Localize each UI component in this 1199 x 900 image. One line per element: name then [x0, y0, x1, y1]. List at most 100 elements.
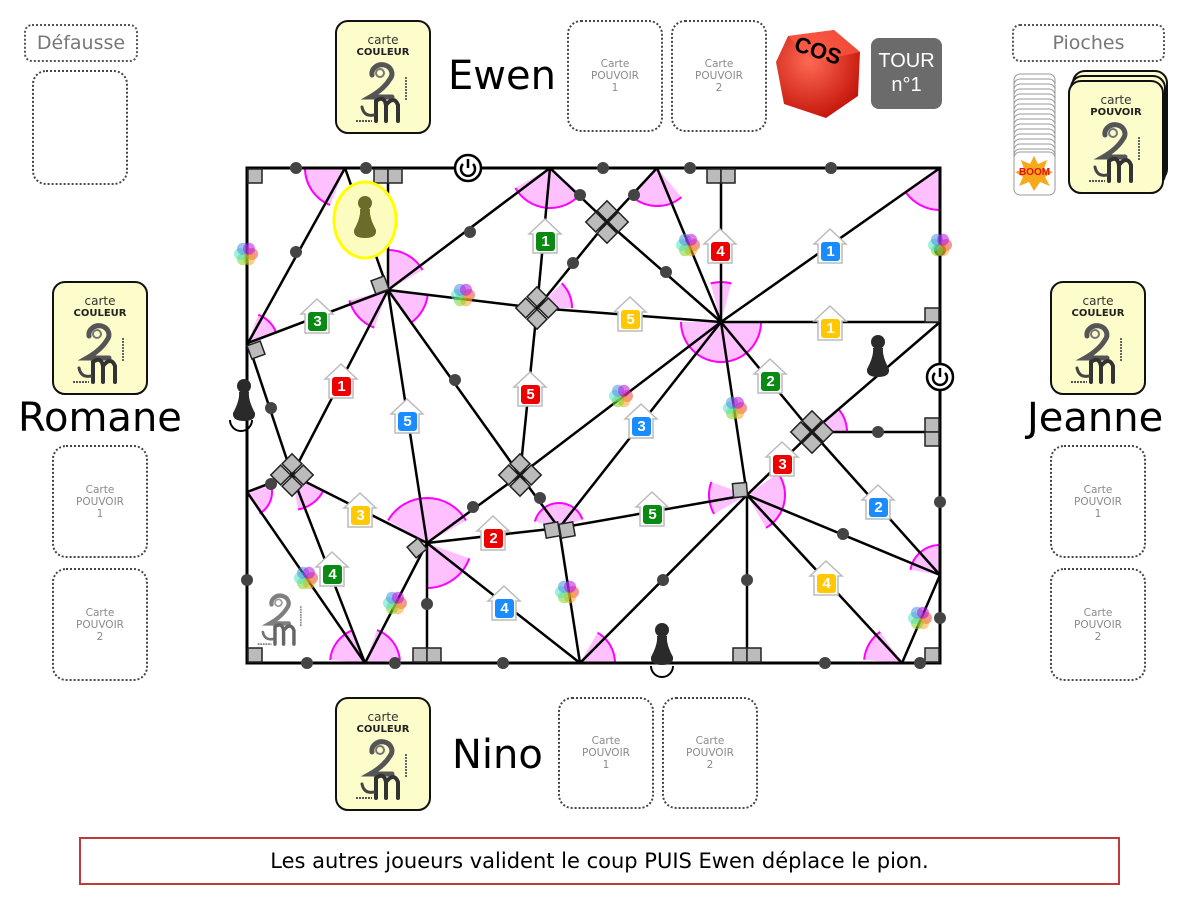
path-node[interactable]: [741, 574, 753, 586]
house-yellow-5[interactable]: 5: [613, 298, 647, 332]
house-red-4[interactable]: 4: [703, 230, 737, 264]
path-node[interactable]: [914, 657, 926, 669]
slot-text: Carte: [695, 735, 725, 747]
boom-card-pile[interactable]: BOOM: [1013, 72, 1056, 196]
house-red-5[interactable]: 5: [513, 373, 547, 407]
path-node[interactable]: [934, 612, 946, 624]
path-node[interactable]: [872, 426, 884, 438]
status-message-text: Les autres joueurs valident le coup PUIS…: [270, 849, 929, 873]
path-node[interactable]: [534, 492, 546, 504]
angle-arc: [680, 321, 762, 363]
slot-text: POUVOIR: [686, 747, 734, 759]
right-angle-marker: [732, 647, 748, 663]
path-node[interactable]: [934, 496, 946, 508]
card-text-1: carte: [367, 710, 399, 724]
house-number: 5: [643, 505, 662, 524]
house-blue-1[interactable]: 1: [813, 230, 847, 264]
path-node[interactable]: [241, 574, 253, 586]
right-angle-marker: [596, 199, 618, 222]
path-node[interactable]: [464, 226, 476, 238]
house-yellow-3[interactable]: 3: [343, 494, 377, 528]
romane-color-card[interactable]: carte COULEUR: [52, 281, 148, 395]
pawn-romane[interactable]: [232, 379, 256, 421]
pawn-nino[interactable]: [650, 623, 674, 665]
path-node[interactable]: [265, 402, 277, 414]
path-node[interactable]: [684, 162, 696, 174]
house-number: 2: [484, 529, 503, 548]
pawn-ewen[interactable]: [353, 196, 377, 238]
house-number: 2: [869, 498, 888, 517]
angle-wedge: [864, 631, 902, 663]
right-angle-marker: [281, 452, 303, 475]
path-node[interactable]: [449, 374, 461, 386]
path-node[interactable]: [628, 189, 640, 201]
flower-icon: [294, 566, 318, 590]
discard-slot[interactable]: [32, 70, 128, 185]
path-node[interactable]: [301, 657, 313, 669]
right-angle-marker: [789, 421, 812, 443]
house-green-2[interactable]: 2: [753, 360, 787, 394]
house-green-3[interactable]: 3: [300, 300, 334, 334]
power-icon[interactable]: [453, 153, 483, 183]
path-node[interactable]: [265, 478, 277, 490]
ewen-color-card[interactable]: carte COULEUR: [335, 20, 431, 134]
path-node[interactable]: [567, 257, 579, 269]
path-node[interactable]: [389, 657, 401, 669]
house-blue-3[interactable]: 3: [624, 405, 658, 439]
right-angle-marker: [526, 308, 548, 331]
house-blue-4[interactable]: 4: [487, 587, 521, 621]
house-red-2[interactable]: 2: [476, 517, 510, 551]
angle-wedge: [388, 498, 466, 543]
right-angle-marker: [537, 297, 560, 319]
path-node[interactable]: [597, 162, 609, 174]
card-text-2: COULEUR: [73, 308, 127, 319]
house-red-3[interactable]: 3: [765, 443, 799, 477]
path-node[interactable]: [497, 657, 509, 669]
power-icon[interactable]: [925, 362, 955, 392]
pawn-jeanne[interactable]: [866, 335, 890, 377]
slot-text: POUVOIR: [695, 70, 743, 82]
house-yellow-1[interactable]: 1: [813, 307, 847, 341]
dice-button[interactable]: COS: [774, 26, 864, 122]
path-node[interactable]: [574, 189, 586, 201]
path-node[interactable]: [290, 246, 302, 258]
flower-icon: [908, 606, 932, 630]
house-blue-5[interactable]: 5: [390, 400, 424, 434]
card-text-1: carte: [367, 33, 399, 47]
nino-color-card[interactable]: carte COULEUR: [335, 697, 431, 811]
path-node[interactable]: [360, 162, 372, 174]
path-node[interactable]: [467, 501, 479, 513]
angle-wedge: [427, 543, 470, 588]
board-path[interactable]: [811, 321, 941, 433]
jeanne-color-card[interactable]: carte COULEUR: [1050, 281, 1146, 395]
house-yellow-4[interactable]: 4: [809, 562, 843, 596]
path-node[interactable]: [660, 266, 672, 278]
path-node[interactable]: [290, 162, 302, 174]
right-angle-marker: [720, 168, 736, 184]
path-node[interactable]: [825, 162, 837, 174]
path-node[interactable]: [837, 528, 849, 540]
slot-number: 2: [1094, 630, 1102, 643]
path-node[interactable]: [657, 574, 669, 586]
house-blue-2[interactable]: 2: [861, 486, 895, 520]
house-green-5[interactable]: 5: [635, 493, 669, 527]
angle-arc: [708, 481, 715, 515]
path-node[interactable]: [819, 657, 831, 669]
right-angle-marker: [924, 431, 940, 447]
angle-arc: [329, 629, 354, 661]
house-red-1[interactable]: 1: [324, 365, 358, 399]
house-number: 3: [632, 417, 651, 436]
house-green-1[interactable]: 1: [528, 220, 562, 254]
house-green-4[interactable]: 4: [315, 553, 349, 587]
power-card-deck[interactable]: carte POUVOIR: [1068, 70, 1168, 194]
path-node[interactable]: [421, 598, 433, 610]
